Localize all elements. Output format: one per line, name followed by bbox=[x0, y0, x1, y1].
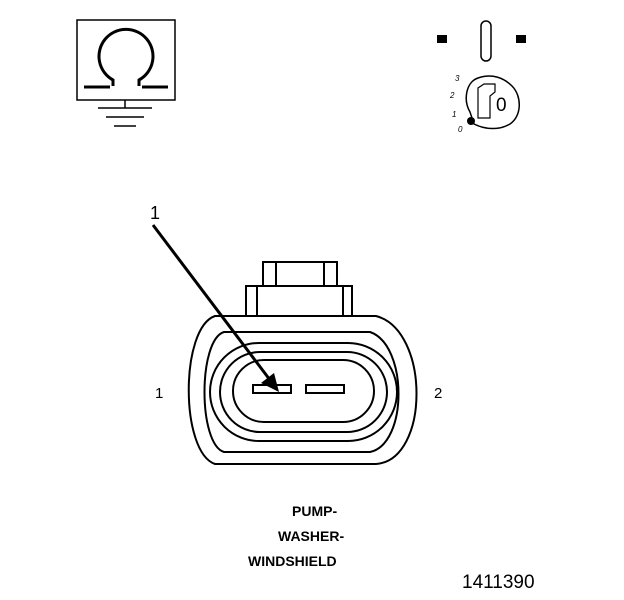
ignition-position-3: 3 bbox=[455, 74, 460, 83]
ignition-position-0: 0 bbox=[458, 125, 463, 134]
component-name-line-3: WINDSHIELD bbox=[248, 553, 337, 569]
ignition-position-1: 1 bbox=[452, 110, 457, 119]
callout-number: 1 bbox=[150, 203, 161, 223]
ohmmeter-icon bbox=[76, 19, 176, 127]
pin-left-label: 1 bbox=[155, 385, 164, 402]
pin-right-label: 2 bbox=[434, 385, 443, 402]
connector-icon bbox=[187, 261, 418, 465]
ignition-position-2: 2 bbox=[450, 91, 455, 100]
ignition-key-icon bbox=[437, 20, 526, 130]
ohm-symbol bbox=[97, 27, 155, 86]
component-name-line-2: WASHER- bbox=[278, 528, 345, 544]
callout-arrow bbox=[151, 224, 279, 392]
figure-number: 1411390 bbox=[462, 572, 535, 593]
component-name-line-1: PUMP- bbox=[292, 503, 338, 519]
ground-icon bbox=[98, 100, 152, 127]
pin-terminal-2 bbox=[305, 384, 345, 394]
ignition-key-label: 0 bbox=[496, 95, 507, 116]
